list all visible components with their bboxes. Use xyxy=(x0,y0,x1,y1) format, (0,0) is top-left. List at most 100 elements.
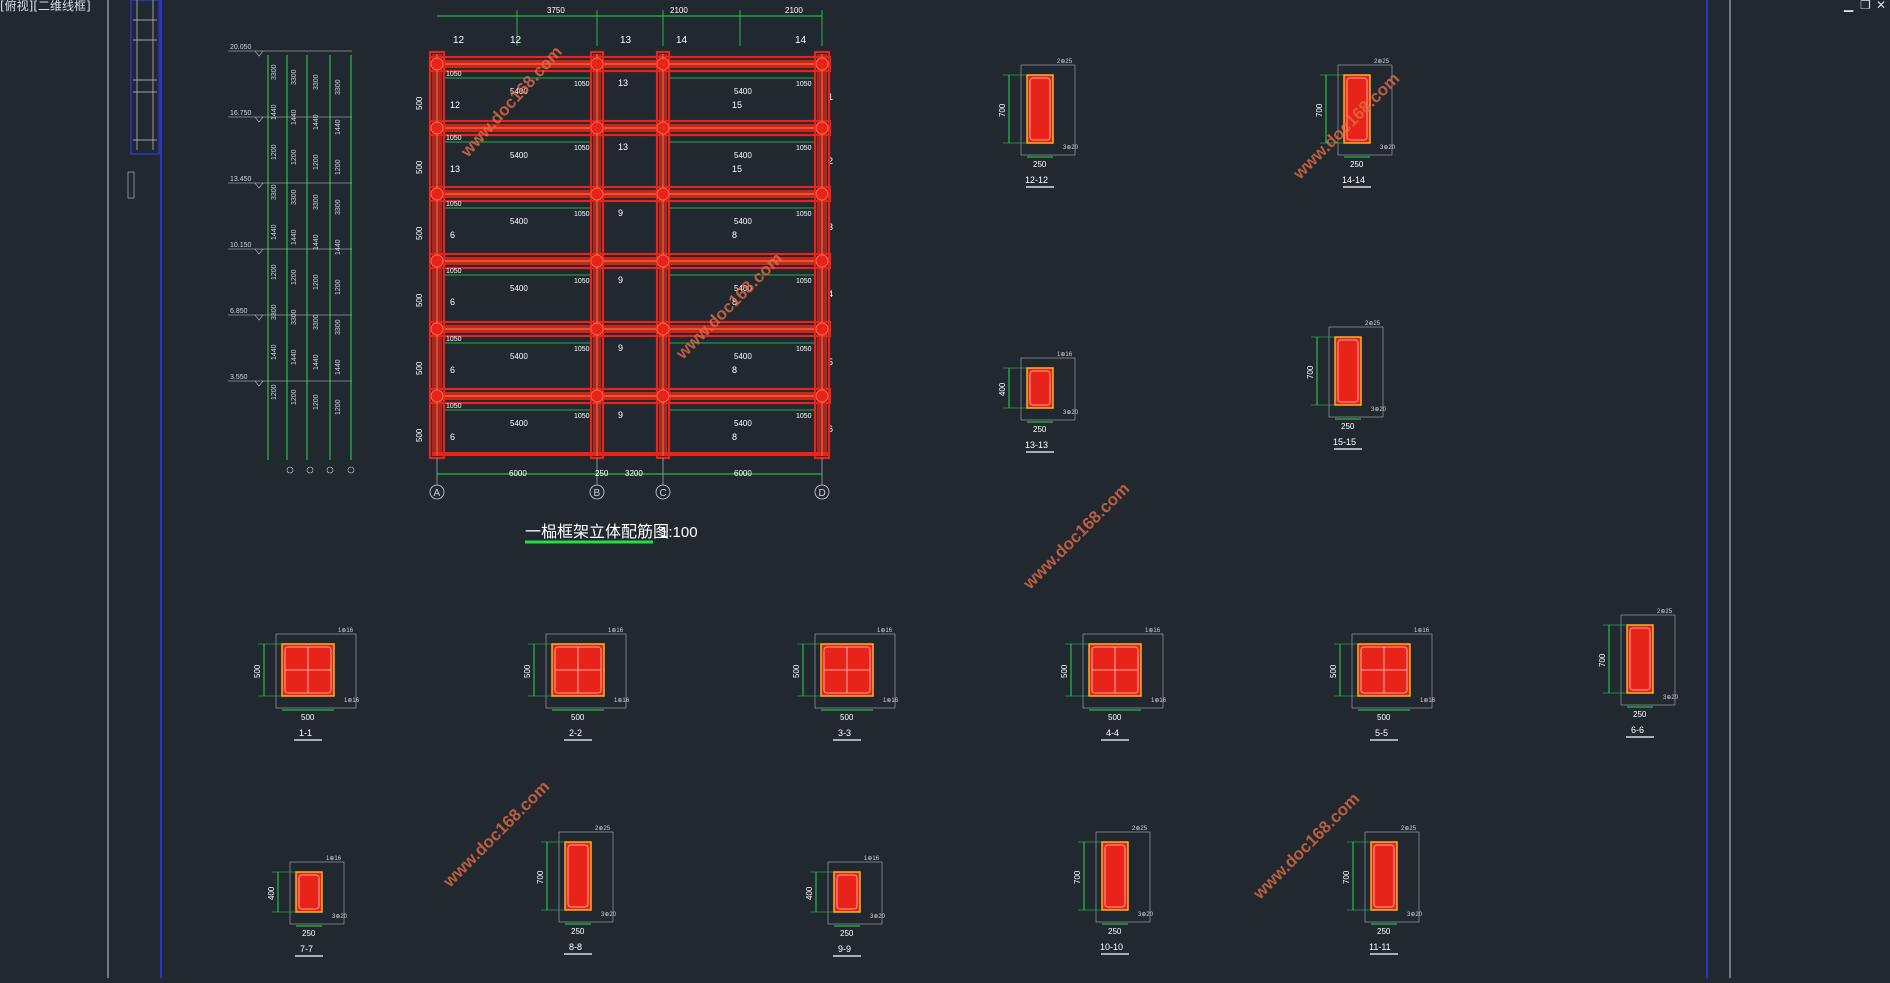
section-top-rebar: 2⊕25 xyxy=(1365,321,1381,327)
section-bottom-rebar: 3⊕20 xyxy=(1063,145,1079,151)
axis-bubble xyxy=(655,484,671,500)
section-stirrup xyxy=(567,844,589,908)
section-height-label: 400 xyxy=(998,382,1007,396)
column-dim: 500 xyxy=(415,428,424,442)
span-label: 1050 xyxy=(796,81,812,88)
section-mark: 13 xyxy=(620,35,632,46)
section-mark: 15 xyxy=(732,164,742,174)
span-label: 5400 xyxy=(734,352,752,361)
frame-scale: 1:100 xyxy=(660,524,698,541)
section-bottom-rebar: 3⊕20 xyxy=(601,912,617,918)
section-bottom-rebar: 3⊕20 xyxy=(332,914,348,920)
section-outline xyxy=(1370,841,1398,911)
section-outline xyxy=(1101,841,1129,911)
span-label: 5400 xyxy=(510,419,528,428)
elevation-label: 13.450 xyxy=(230,176,252,183)
column-dim-label: 3300 xyxy=(271,184,278,200)
section-title: 2-2 xyxy=(569,728,582,738)
section-leader-box xyxy=(558,831,614,923)
column-dim-label: 1440 xyxy=(313,354,320,370)
span-label: 5400 xyxy=(510,151,528,160)
section-bottom-rebar: 3⊕20 xyxy=(870,914,886,920)
section-mark: 13 xyxy=(618,78,628,88)
viewport-label[interactable]: [俯视][二维线框] xyxy=(0,0,91,13)
span-label: 1050 xyxy=(574,346,590,353)
watermark-text: www.doc168.com xyxy=(1249,789,1364,904)
section-width-label: 250 xyxy=(1350,160,1364,169)
column-dim-label: 1440 xyxy=(335,239,342,255)
axis-label: A xyxy=(434,488,441,499)
column-dim: 500 xyxy=(415,293,424,307)
section-mark: 9 xyxy=(618,343,623,353)
section-top-rebar: 2⊕25 xyxy=(1657,609,1673,615)
section-bottom-rebar: 3⊕20 xyxy=(1063,410,1079,416)
title-block xyxy=(127,0,160,199)
section-stirrup xyxy=(1373,844,1395,908)
section-title: 5-5 xyxy=(1375,728,1388,738)
section-leader-box xyxy=(1328,326,1384,418)
axis-bubble-small xyxy=(306,466,314,474)
section-mark: 6 xyxy=(450,432,455,442)
section-mark: 14 xyxy=(676,35,688,46)
column-dim-label: 1440 xyxy=(271,344,278,360)
restore-icon[interactable]: ❐ xyxy=(1860,0,1871,12)
section-mark: 15 xyxy=(732,100,742,110)
span-label: 1050 xyxy=(446,403,462,410)
close-icon[interactable]: ✕ xyxy=(1876,0,1887,12)
section-height-label: 500 xyxy=(1329,664,1338,678)
section-leader-box xyxy=(827,861,883,925)
section-height-label: 700 xyxy=(1306,365,1315,379)
section-leader-box xyxy=(275,633,357,709)
column-dim-label: 1440 xyxy=(271,224,278,240)
axis-bubble xyxy=(429,484,445,500)
section-width-label: 500 xyxy=(1108,713,1122,722)
section-height-label: 700 xyxy=(1073,870,1082,884)
section-mark: 12 xyxy=(510,35,522,46)
column-dim-label: 1200 xyxy=(335,399,342,415)
span-label: 1050 xyxy=(446,71,462,78)
axis-bubble xyxy=(589,484,605,500)
section-stirrup xyxy=(1629,627,1651,691)
beam-column-joint xyxy=(430,254,444,268)
section-width-label: 250 xyxy=(1033,160,1047,169)
column-dim-label: 1440 xyxy=(313,114,320,130)
column-dim-label: 1200 xyxy=(313,274,320,290)
section-outline xyxy=(295,871,323,913)
axis-label: D xyxy=(819,488,826,499)
elevation-label: 20.050 xyxy=(230,44,252,51)
beam-column-joint xyxy=(815,121,829,135)
section-outline xyxy=(1343,74,1371,144)
elevation-label: 6.850 xyxy=(230,308,248,315)
section-outline xyxy=(1334,336,1362,406)
column-dim-label: 3300 xyxy=(313,314,320,330)
section-outline xyxy=(1026,74,1054,144)
beam-column-joint xyxy=(815,187,829,201)
section-top-rebar: 2⊕25 xyxy=(1374,59,1390,65)
section-top-rebar: 1⊕16 xyxy=(608,628,624,634)
section-height-label: 400 xyxy=(267,886,276,900)
span-label: 1050 xyxy=(574,81,590,88)
section-bottom-rebar: 3⊕20 xyxy=(1371,407,1387,413)
section-mark: 2 xyxy=(828,156,833,166)
section-top-rebar: 2⊕25 xyxy=(1132,826,1148,832)
section-details: 5005001⊕161⊕161-15005001⊕161⊕162-2500500… xyxy=(253,59,1679,957)
column-dim: 500 xyxy=(415,361,424,375)
column-dim: 500 xyxy=(415,160,424,174)
span-label: 1050 xyxy=(796,346,812,353)
section-height-label: 700 xyxy=(998,103,1007,117)
column-dim-label: 3300 xyxy=(335,79,342,95)
section-stirrup xyxy=(1029,370,1051,406)
section-title: 10-10 xyxy=(1100,942,1123,952)
section-width-label: 500 xyxy=(571,713,585,722)
beam-column-joint xyxy=(430,322,444,336)
minimize-icon[interactable]: ▁ xyxy=(1844,0,1854,12)
section-title: 13-13 xyxy=(1025,440,1048,450)
